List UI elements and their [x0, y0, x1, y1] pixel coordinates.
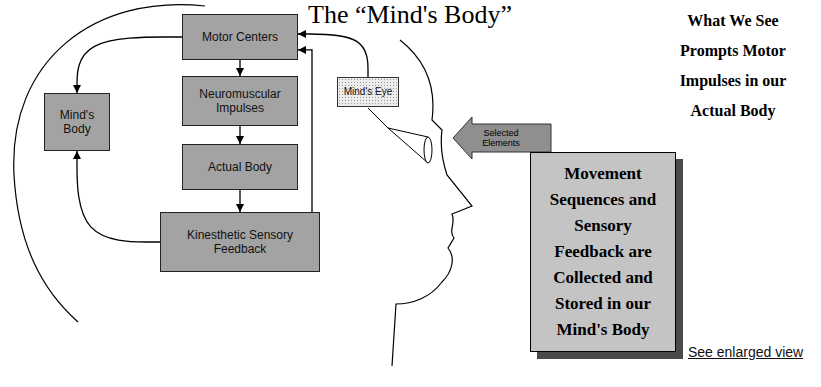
- process-box: Kinesthetic Sensory Feedback: [160, 212, 320, 272]
- process-box: Neuromuscular Impulses: [182, 76, 298, 126]
- flow-connector: [239, 190, 240, 212]
- dotted-box: Mind's Eye: [337, 77, 399, 107]
- process-box: Mind's Body: [44, 93, 110, 151]
- node-text: Actual Body: [208, 160, 272, 174]
- node-text: Kinesthetic Sensory Feedback: [167, 228, 313, 256]
- side-note: What We See Prompts Motor Impulses in ou…: [668, 6, 798, 126]
- eye-lens: [424, 137, 432, 163]
- flow-connector: [298, 34, 368, 77]
- node-text: Mind's Eye: [344, 86, 393, 98]
- face-profile: [392, 40, 472, 366]
- note-box: Movement Sequences and Sensory Feedback …: [530, 152, 676, 352]
- node-text: Neuromuscular Impulses: [189, 87, 291, 115]
- flow-connector: [239, 60, 240, 76]
- flow-connector: [298, 50, 312, 212]
- node-text: Mind's Body: [51, 108, 103, 136]
- flow-connector: [77, 37, 182, 93]
- process-box: Actual Body: [182, 144, 298, 190]
- head-outline: [14, 5, 205, 322]
- node-text: Motor Centers: [202, 30, 278, 44]
- link-text: See enlarged view: [688, 343, 813, 361]
- flow-connector: [77, 151, 160, 242]
- node-text: Movement Sequences and Sensory Feedback …: [543, 161, 663, 343]
- sight-cone: [368, 108, 428, 163]
- process-box: Motor Centers: [182, 14, 298, 60]
- flow-connector: [239, 126, 240, 144]
- node-text: Selected Elements: [474, 128, 528, 148]
